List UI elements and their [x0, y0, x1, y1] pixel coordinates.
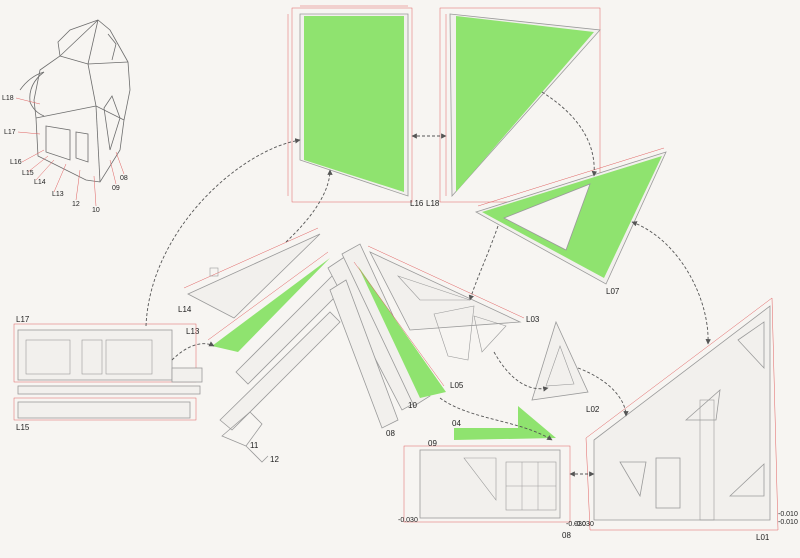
elevation-mark-c: -0.030	[574, 521, 594, 528]
panel-l18-top: L18	[426, 7, 601, 208]
isometric-model	[19, 19, 131, 183]
label-09: 09	[428, 439, 437, 448]
label-11: 11	[250, 441, 259, 450]
label-10: 10	[408, 401, 417, 410]
label-12: 12	[270, 455, 279, 464]
panel-l15: L15	[13, 385, 201, 432]
panel-09-08-elevation: 09 08 -0.030 -0.030	[398, 439, 586, 540]
iso-label-l15: L15	[22, 170, 34, 177]
label-04: 04	[452, 419, 461, 428]
panel-l01: L01 -0.030 -0.010 -0.010	[574, 297, 798, 542]
panel-label-l03: L03	[526, 315, 540, 324]
iso-label-l17: L17	[4, 129, 16, 136]
iso-label-l14: L14	[34, 179, 46, 186]
panel-l03: L03	[367, 245, 540, 361]
panel-label-l18: L18	[426, 199, 440, 208]
panel-l13: L13	[186, 251, 330, 352]
panel-label-l05: L05	[450, 381, 464, 390]
isometric-leaders	[15, 97, 125, 207]
iso-label-09: 09	[112, 185, 120, 192]
panel-label-l07: L07	[606, 287, 620, 296]
elevation-mark-e: -0.010	[778, 519, 798, 526]
elevation-mark-d: -0.010	[778, 511, 798, 518]
connectors	[145, 91, 711, 477]
panel-label-l13: L13	[186, 327, 200, 336]
iso-label-12: 12	[72, 201, 80, 208]
label-08-bottom: 08	[562, 531, 571, 540]
panel-label-l15: L15	[16, 423, 30, 432]
panel-04: 04	[452, 406, 556, 440]
panel-label-l14: L14	[178, 305, 192, 314]
label-08: 08	[386, 429, 395, 438]
iso-label-l18: L18	[2, 95, 14, 102]
iso-label-08: 08	[120, 175, 128, 182]
iso-label-l16: L16	[10, 159, 22, 166]
elevation-mark-b: -0.030	[566, 521, 586, 528]
iso-label-l13: L13	[52, 191, 64, 198]
panel-label-l01: L01	[756, 533, 770, 542]
iso-label-10: 10	[92, 207, 100, 214]
elevation-mark-a: -0.030	[398, 517, 418, 524]
panel-l14: L14	[178, 227, 321, 319]
isometric-callouts: L18 L17 L16 L15 L14 L13 12 10 09 08	[2, 95, 128, 214]
panel-l05: L05	[353, 261, 464, 398]
panel-label-l02: L02	[586, 405, 600, 414]
strip-11: 11 12	[219, 261, 361, 464]
panel-l07: L07	[474, 147, 667, 296]
panel-label-l17: L17	[16, 315, 30, 324]
panel-label-l16: L16	[410, 199, 424, 208]
panel-l17: L17	[13, 315, 203, 383]
panel-l02: L02	[531, 320, 600, 414]
panel-l16-top: L16	[287, 5, 424, 208]
